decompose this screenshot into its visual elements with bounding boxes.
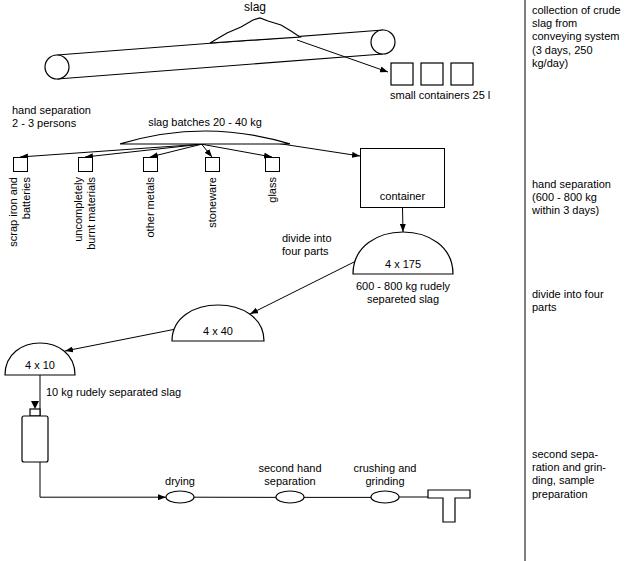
node-label: small containers 25 l [390,86,515,102]
sorting-bin: uncompletely burnt materials [78,157,93,172]
shape-outline [347,490,423,504]
slag-heap: 4 x 10 [5,343,75,375]
node-label: glass [266,177,279,262]
arrow-head [31,401,39,409]
slag-pile-outline [210,18,300,43]
node-label: stoneware [206,177,219,262]
slag-pile: slag [205,0,305,46]
shape-outline [252,490,328,504]
node-label: second hand separation [252,462,328,490]
sorting-bin: scrap iron and batteries [13,157,28,172]
edge-label: 10 kg rudely separated slag [44,386,208,399]
conveyor-roller [371,30,395,54]
sorting-bin: stoneware [205,157,220,172]
heap-outline [353,232,453,274]
node-label: 4 x 40 [203,325,233,338]
stage-description: divide into four parts [532,288,624,314]
node-label: drying [142,475,218,490]
step-oval [371,491,399,503]
node-label: 4 x 10 [25,359,55,372]
shape-outline [120,129,290,145]
column-divider [525,0,526,561]
shape-outline [142,490,218,504]
edge-label: divide into four parts [280,232,346,258]
step-note: hand separation 2 - 3 persons [12,104,96,130]
node-label: other metals [144,177,157,262]
slag-heap: 4 x 40 [172,305,264,341]
node-label: slag [205,0,305,14]
sorting-bin: glass [265,157,280,172]
stage-description: collection of crude slag from conveying … [532,4,624,70]
process-step: drying [142,475,218,504]
conveyor-belt [57,54,383,79]
container-group: small containers 25 l [390,62,515,102]
flow-connector [250,260,358,314]
sample-cup [428,490,470,522]
stage-description: hand separation (600 - 800 kg within 3 d… [532,178,624,218]
slag-heap: 4 x 175600 - 800 kg rudely separeted sla… [353,232,453,274]
heap-outline [5,343,75,375]
tray-outline [120,131,290,144]
node-label: scrap iron and batteries [7,177,33,262]
node-label: container [380,190,425,203]
flow-connector [65,329,176,351]
step-oval [276,491,304,503]
node-note: 600 - 800 kg rudely separeted slag [343,280,463,306]
flow-connector [304,497,371,498]
node-label: slag batches 20 - 40 kg [120,116,290,129]
process-line [399,497,428,498]
conveyor-roller [45,55,69,79]
flow-connector [202,144,272,157]
slag-tray: slag batches 20 - 40 kg [120,116,290,145]
process-step: second hand separation [252,462,328,504]
flow-connector [194,497,276,498]
container-box: container [360,148,445,208]
process-step: crushing and grinding [347,462,423,504]
flow-connector [150,144,202,157]
flow-connector [85,144,202,157]
small-container [391,63,413,85]
shape-outline [390,62,515,86]
small-container [421,63,443,85]
stage-description: second sepa- ration and grin- ding, samp… [532,448,624,501]
heap-outline [172,305,264,341]
jar-neck [30,409,40,416]
flow-connector [402,208,404,232]
node-label: 4 x 175 [385,258,421,271]
sample-jar [22,416,48,462]
flow-connector [20,144,202,157]
small-container [451,63,473,85]
step-oval [166,491,194,503]
node-label: uncompletely burnt materials [72,177,98,262]
node-label: crushing and grinding [347,462,423,490]
sorting-bin: other metals [143,157,158,172]
